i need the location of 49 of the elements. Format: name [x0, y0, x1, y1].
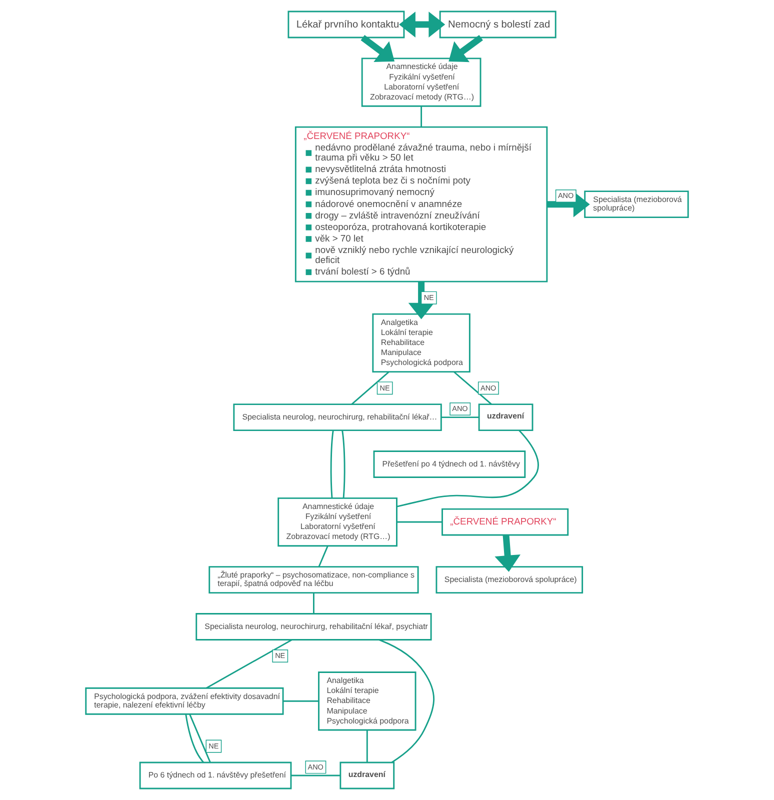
node-box: Lékař prvního kontaktu [288, 10, 405, 38]
node-box: Po 6 týdnech od 1. návštěvy přešetření [139, 762, 292, 790]
node-box: Specialista neurolog, neurochirurg, rehabilitační lékař… [233, 404, 442, 432]
arrow [360, 35, 395, 62]
node-box: „ČERVENÉ PRAPORKY“ [442, 508, 569, 536]
connector [378, 639, 434, 763]
connector [351, 371, 390, 405]
arrow [399, 12, 446, 38]
edge-label: ANO [558, 191, 574, 200]
arrow [494, 535, 520, 572]
node-box: Specialista (mezioborová spolupráce) [436, 566, 584, 594]
connector [312, 592, 314, 614]
connector [366, 730, 368, 762]
connector [189, 714, 211, 763]
connector [396, 521, 442, 523]
arrow [547, 191, 590, 218]
edge-label: NE [208, 741, 219, 750]
connector [330, 430, 334, 498]
connector [396, 430, 539, 508]
node-box: Anamnestické údaje Fyzikální vyšetření Laboratorní vyšetření Zobrazovací metody (RTG…) [278, 497, 398, 547]
edge-label: ANO [480, 383, 496, 392]
arrow [408, 282, 434, 320]
connector [454, 371, 492, 405]
connector [420, 106, 422, 128]
connector [185, 714, 204, 763]
node-box: „ČERVENÉ PRAPORKY“ nedávno prodělané závažné trauma, nebo i mírnější trauma při věku > 50 let nevysvětlitelná ztráta hmotnosti zvýšená teplota bez či s nočními poty imunosuprimovaný nemocný nádorové onemocnění v anamnéze drogy – zvláště intravenózní zneužívání osteoporóza, protrahovaná kortikoterapie věk > 70 let nově vzniklý nebo rychle vznikající neurologický deficit trvání bolestí > 6 týdnů [294, 126, 548, 282]
node-box: Anamnestické údaje Fyzikální vyšetření Laboratorní vyšetření Zobrazovací metody (RTG…) [361, 58, 482, 107]
arrow [448, 34, 483, 62]
connector [283, 700, 319, 702]
connector [206, 639, 292, 689]
node-box: Analgetika Lokální terapie Rehabilitace Manipulace Psychologická podpora [318, 672, 416, 731]
node-box: uzdravení [478, 404, 534, 432]
connector [342, 430, 346, 498]
edge-label: NE [424, 292, 434, 302]
node-box: Psychologická podpora, zvážení efektivity dosavadní terapie, nalezení efektivní léčby [85, 687, 284, 715]
connector [291, 774, 340, 776]
edge-label: NE [275, 651, 286, 660]
node-box: Specialista (mezioborová spolupráce) [584, 190, 689, 218]
node-box: Analgetika Lokální terapie Rehabilitace Manipulace Psychologická podpora [372, 313, 470, 373]
node-box: Přešetření po 4 týdnech od 1. návštěvy [373, 450, 526, 478]
node-box: Specialista neurolog, neurochirurg, rehabilitační lékař, psychiatr [196, 613, 432, 640]
node-box: uzdravení [340, 762, 395, 790]
connector [441, 416, 479, 418]
connector [318, 546, 328, 567]
edge-label: NE [380, 383, 390, 392]
node-box: Nemocný s bolestí zad [439, 10, 556, 38]
node-box: „Žluté praporky“ – psychosomatizace, non-compliance s terapií, špatná odpověď na léčbu [208, 566, 419, 594]
edge-label: ANO [452, 404, 468, 414]
edge-label: ANO [308, 762, 324, 772]
